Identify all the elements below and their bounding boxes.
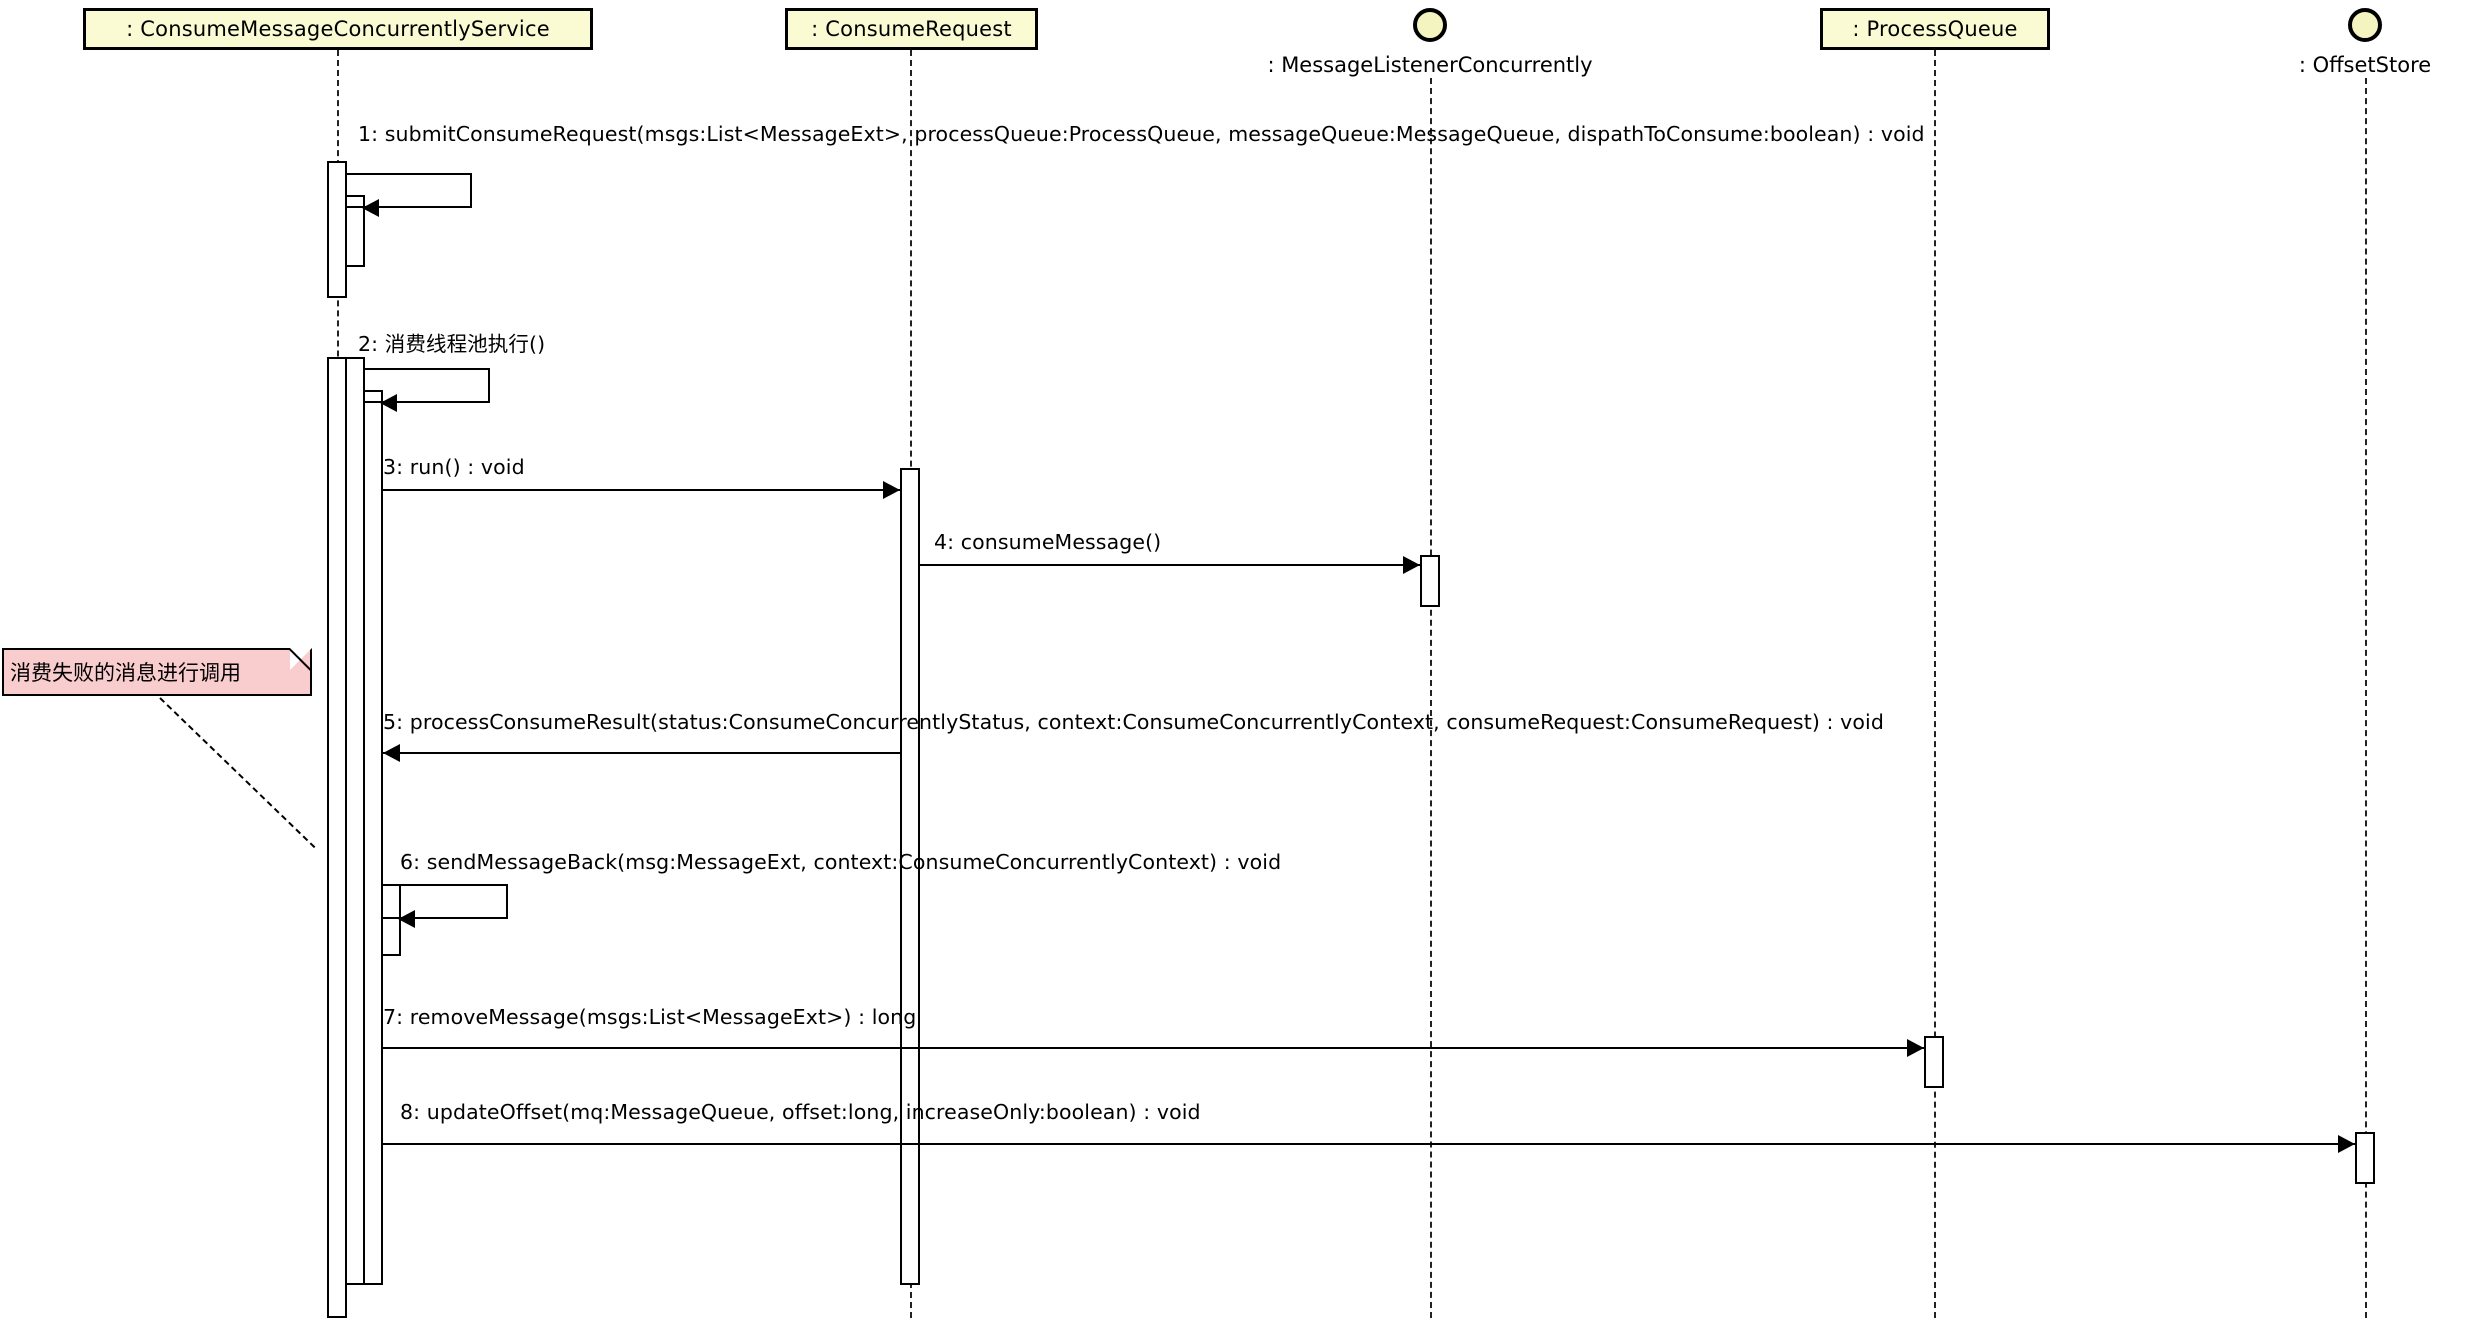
message-line-5 <box>383 752 900 754</box>
lifeline-header-queue[interactable]: : ProcessQueue <box>1820 8 2050 50</box>
note-box: 消费失败的消息进行调用 <box>2 648 312 696</box>
message-arrow-1 <box>362 199 379 217</box>
lifeline-label-queue: : ProcessQueue <box>1852 17 2018 41</box>
activation-bar-service-1 <box>327 161 347 298</box>
activation-bar-offset <box>2355 1132 2375 1184</box>
message-label-7: 7: removeMessage(msgs:List<MessageExt>) … <box>383 1005 917 1029</box>
message-label-6: 6: sendMessageBack(msg:MessageExt, conte… <box>400 850 1282 874</box>
actor-icon-listener[interactable] <box>1413 8 1447 42</box>
message-line-8 <box>383 1143 2355 1145</box>
message-line-3 <box>383 489 900 491</box>
activation-bar-service-1-nested <box>345 195 365 267</box>
message-label-2: 2: 消费线程池执行() <box>358 332 546 356</box>
message-label-1: 1: submitConsumeRequest(msgs:List<Messag… <box>358 122 1925 146</box>
note-fold-corner <box>290 648 312 670</box>
message-line-7 <box>383 1047 1924 1049</box>
lifeline-stem-offset <box>2365 78 2367 1318</box>
lifeline-label-listener: : MessageListenerConcurrently <box>1267 53 1593 77</box>
message-label-8: 8: updateOffset(mq:MessageQueue, offset:… <box>400 1100 1201 1124</box>
activation-bar-request <box>900 468 920 1285</box>
actor-icon-offset[interactable] <box>2348 8 2382 42</box>
message-line-4 <box>920 564 1420 566</box>
lifeline-header-service[interactable]: : ConsumeMessageConcurrentlyService <box>83 8 593 50</box>
activation-bar-service-2-nested <box>363 390 383 1285</box>
message-arrow-2 <box>380 394 397 412</box>
message-selfcall-1 <box>347 173 472 208</box>
message-label-4: 4: consumeMessage() <box>934 530 1162 554</box>
lifeline-label-service: : ConsumeMessageConcurrentlyService <box>126 17 550 41</box>
lifeline-stem-listener <box>1430 78 1432 1318</box>
message-arrow-6 <box>398 910 415 928</box>
lifeline-stem-queue <box>1934 50 1936 1318</box>
activation-bar-service-2-outer <box>327 357 347 1318</box>
lifeline-header-request[interactable]: : ConsumeRequest <box>785 8 1038 50</box>
message-selfcall-2 <box>365 368 490 403</box>
message-arrow-7 <box>1907 1039 1924 1057</box>
message-arrow-4 <box>1403 556 1420 574</box>
message-selfcall-6 <box>383 884 508 919</box>
lifeline-label-request: : ConsumeRequest <box>811 17 1012 41</box>
activation-bar-service-2-inner <box>345 357 365 1285</box>
activation-bar-listener <box>1420 555 1440 607</box>
message-arrow-5 <box>383 744 400 762</box>
lifeline-label-offset: : OffsetStore <box>2298 53 2432 77</box>
message-label-5: 5: processConsumeResult(status:ConsumeCo… <box>383 710 1884 734</box>
message-arrow-8 <box>2338 1135 2355 1153</box>
note-text: 消费失败的消息进行调用 <box>10 661 241 685</box>
message-label-3: 3: run() : void <box>383 455 525 479</box>
note-connector-line <box>159 697 316 849</box>
activation-bar-queue <box>1924 1036 1944 1088</box>
message-arrow-3 <box>883 481 900 499</box>
